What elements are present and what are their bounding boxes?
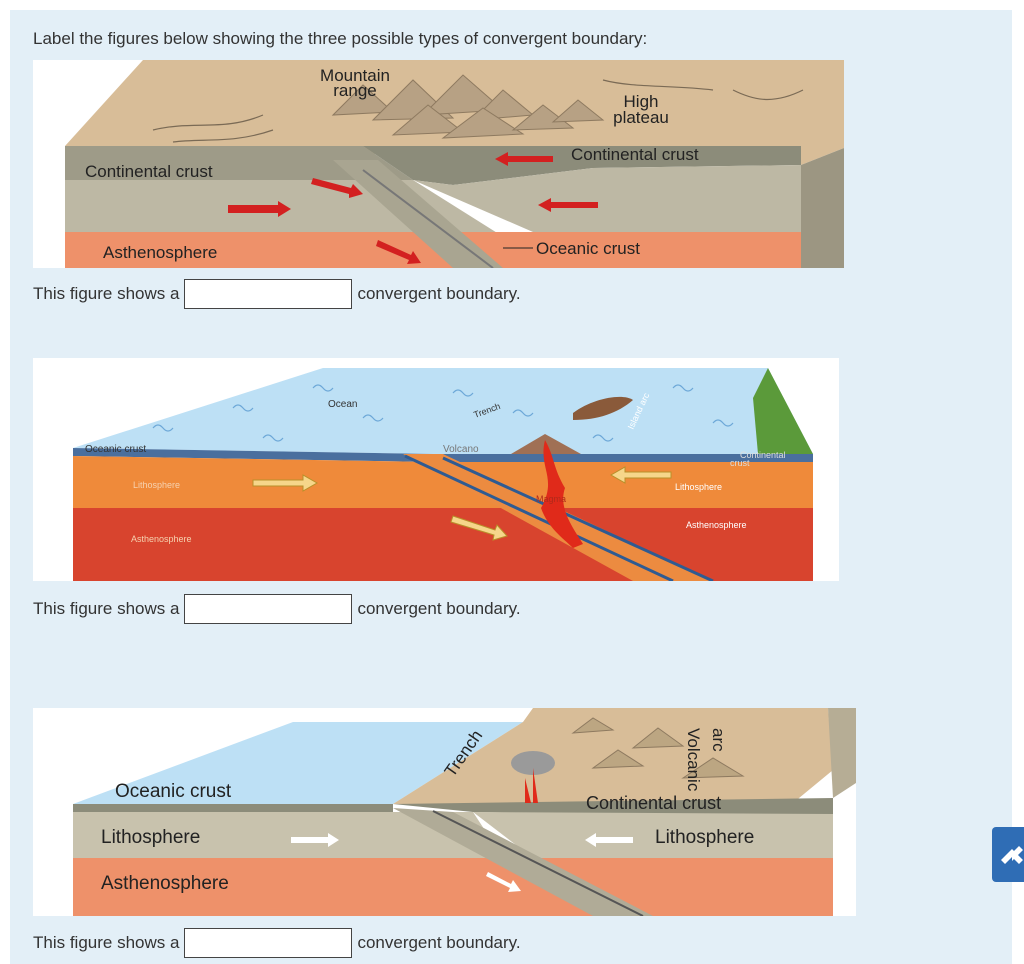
mountain-range-label: Mountain: [320, 66, 390, 85]
answer-input-1[interactable]: [184, 279, 353, 309]
lithosphere-right-label: Lithosphere: [675, 482, 722, 492]
continental-crust-left-label: Continental crust: [85, 162, 213, 181]
continental-crust-right-label: Continental crust: [571, 145, 699, 164]
asthenosphere-left-label: Asthenosphere: [131, 534, 192, 544]
lithosphere-left-label: Lithosphere: [133, 480, 180, 490]
oceanic-crust-label: Oceanic crust: [85, 444, 146, 455]
side-toggle-button[interactable]: [992, 827, 1024, 882]
figure-continental-continental: Mountain range High plateau Continental …: [33, 60, 844, 268]
asthenosphere-label: Asthenosphere: [103, 243, 217, 262]
svg-text:plateau: plateau: [613, 108, 669, 127]
oceanic-crust-label: Oceanic crust: [115, 781, 232, 802]
continental-crust-label: Continental crust: [586, 793, 721, 813]
row-prefix: This figure shows a: [33, 933, 180, 952]
row-suffix: convergent boundary.: [357, 933, 521, 952]
answer-row-2: This figure shows a convergent boundary.: [33, 592, 521, 626]
svg-text:arc: arc: [709, 728, 728, 752]
answer-row-1: This figure shows a convergent boundary.: [33, 277, 521, 311]
lithosphere-left-label: Lithosphere: [101, 827, 200, 848]
magma-label: Magma: [536, 494, 566, 504]
lithosphere-right-label: Lithosphere: [655, 827, 754, 848]
oceanic-crust-label: Oceanic crust: [536, 239, 640, 258]
high-plateau-label: High: [624, 92, 659, 111]
svg-text:crust: crust: [730, 458, 750, 468]
answer-row-3: This figure shows a convergent boundary.: [33, 926, 521, 960]
svg-text:range: range: [333, 81, 376, 100]
figure-oceanic-oceanic: Ocean Trench Island arc Oceanic crust Vo…: [33, 358, 839, 581]
volcano-label: Volcano: [443, 444, 479, 455]
ocean-label: Ocean: [328, 399, 357, 410]
row-suffix: convergent boundary.: [357, 599, 521, 618]
row-prefix: This figure shows a: [33, 599, 180, 618]
continental-crust-label: Continental: [740, 450, 786, 460]
question-prompt: Label the figures below showing the thre…: [33, 29, 648, 48]
answer-input-2[interactable]: [184, 594, 353, 624]
row-prefix: This figure shows a: [33, 284, 180, 303]
volcanic-arc-label: Volcanic: [684, 728, 703, 792]
row-suffix: convergent boundary.: [357, 284, 521, 303]
answer-input-3[interactable]: [184, 928, 353, 958]
chevron-up-icon: [1001, 846, 1023, 864]
figure-oceanic-continental: Trench Volcanic arc Oceanic crust Contin…: [33, 708, 856, 916]
asthenosphere-right-label: Asthenosphere: [686, 520, 747, 530]
asthenosphere-label: Asthenosphere: [101, 873, 229, 894]
